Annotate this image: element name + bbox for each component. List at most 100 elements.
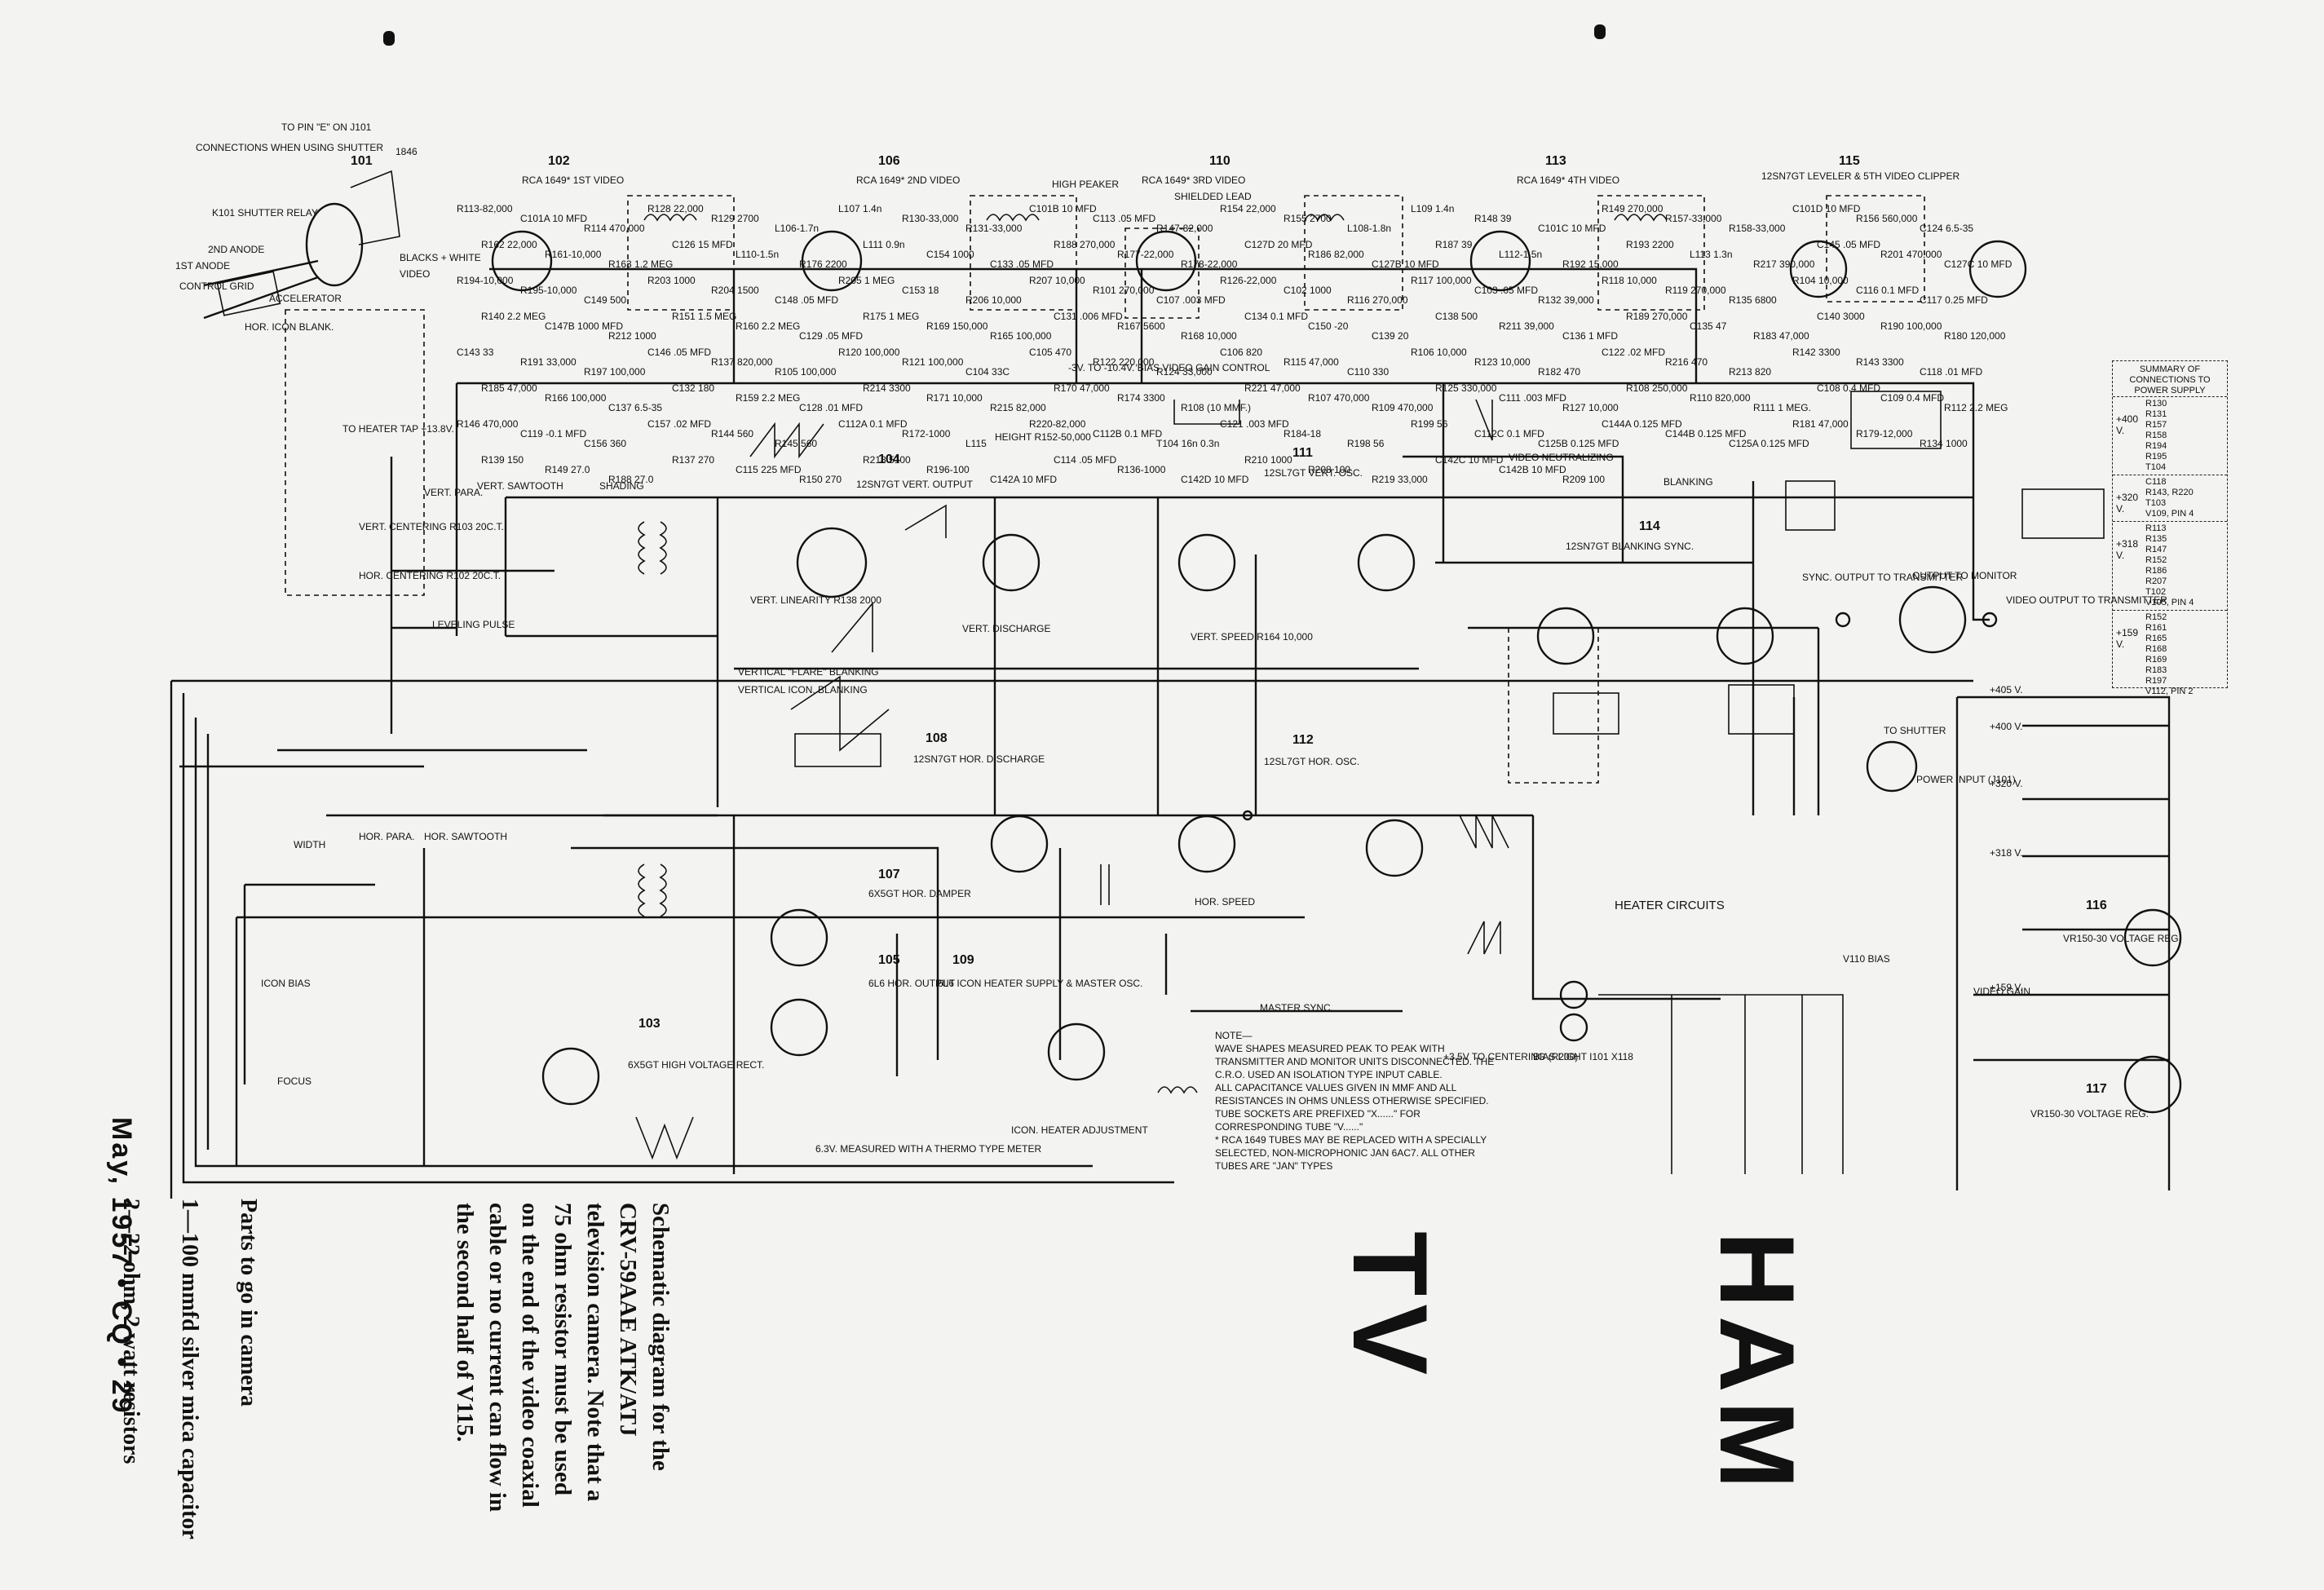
label-master-sync: MASTER SYNC. [1260,1002,1333,1014]
component-value: R194-10,000 [457,275,514,286]
summary-item: R143, R220 [2145,488,2194,497]
summary-item: R135 [2145,534,2167,544]
component-value: C138 500 [1435,311,1478,322]
component-value: C119 -0.1 MFD [520,428,586,439]
tube-v116-label: 116 [2086,899,2107,912]
label-v318: +318 V. [1990,847,2023,859]
component-value: R212 1000 [608,330,656,342]
component-value: R113-82,000 [457,203,513,214]
component-value: R219 33,000 [1372,474,1428,485]
component-value: R135 6800 [1729,294,1777,306]
component-value: R195-10,000 [520,285,577,296]
component-value: R117 100,000 [1411,275,1472,286]
component-value: R124 33,000 [1156,366,1213,378]
tube-v107-label: 107 [878,868,900,881]
label-first-anode: 1ST ANODE [175,260,230,272]
component-value: C126 15 MFD [672,239,733,250]
label-thermo-meter: 6.3V. MEASURED WITH A THERMO TYPE METER [815,1143,1042,1155]
label-video-neutralizing: VIDEO NEUTRALIZING [1509,452,1614,463]
tube-v110-type: RCA 1649* 3RD VIDEO [1142,174,1245,186]
component-value: R169 150,000 [926,320,988,332]
tube-v107-type: 6X5GT HOR. DAMPER [868,888,971,899]
component-value: C118 .01 MFD [1920,366,1982,378]
coils [638,214,1668,1094]
component-value: C154 1000 [926,249,974,260]
tube-v114-type: 12SN7GT BLANKING SYNC. [1566,541,1694,552]
component-value: R188 270,000 [1054,239,1116,250]
component-value: R180 120,000 [1944,330,2006,342]
note-line: TUBE SOCKETS ARE PREFIXED "X......" FOR … [1215,1108,1420,1133]
component-value: R209 100 [1562,474,1605,485]
component-value: C114 .05 MFD [1054,454,1116,466]
component-value: R165 100,000 [990,330,1052,342]
label-blacks-white: BLACKS + WHITE [400,252,481,263]
component-value: R108 (10 MMF.) [1181,402,1251,413]
label-to-centering: +3.5V TO CENTERING (R200) [1443,1051,1578,1062]
component-value: R134 1000 [1920,438,1968,449]
component-value: C113 .05 MFD [1093,213,1155,224]
component-value: L111 0.9n [863,239,905,250]
component-value: C125A 0.125 MFD [1729,438,1809,449]
component-value: C137 6.5-35 [608,402,662,413]
component-value: R105 100,000 [775,366,837,378]
note-line: ALL CAPACITANCE VALUES GIVEN IN MMF AND … [1215,1082,1489,1106]
component-value: R210 1000 [1244,454,1292,466]
tube-envelopes [491,230,2182,1114]
component-value: R184-18 [1284,428,1321,439]
label-control-grid: CONTROL GRID [179,280,254,292]
component-value: R107 470,000 [1308,392,1370,404]
component-value: R162 22,000 [481,239,537,250]
label-hor-centering: HOR. CENTERING R102 20C.T. [359,570,501,581]
component-value: C111 .003 MFD [1499,392,1566,404]
component-value: R170 47,000 [1054,382,1110,394]
component-value: R119 270,000 [1665,285,1726,296]
component-value: R109 470,000 [1372,402,1434,413]
component-value: R181 47,000 [1792,418,1849,430]
component-value: R101 270,000 [1093,285,1155,296]
summary-item: R197 [2145,676,2167,686]
component-value: C101A 10 MFD [520,213,587,224]
component-value: C112B 0.1 MFD [1093,428,1162,439]
component-value: R214 3300 [863,382,911,394]
label-video: VIDEO [400,268,430,280]
label-accelerator: ACCELERATOR [269,293,342,304]
label-bias-light: BIAS LIGHT I101 X118 [1533,1051,1633,1062]
component-value: R122 220,000 [1093,356,1155,368]
component-value: R216 470 [1665,356,1708,368]
punch-hole [383,31,395,46]
component-value: R123 10,000 [1474,356,1531,368]
component-value: C125B 0.125 MFD [1538,438,1619,449]
component-value: R126-22,000 [1220,275,1277,286]
component-value: R179-12,000 [1856,428,1913,439]
component-value: C156 360 [584,438,626,449]
component-value: R159 2.2 MEG [736,392,800,404]
tube-v116-type: VR150-30 VOLTAGE REG. [2063,933,2181,944]
component-value: R116 270,000 [1347,294,1408,306]
component-value: R199 56 [1411,418,1448,430]
power-supply-summary: SUMMARY OF CONNECTIONS TO POWER SUPPLY +… [2112,360,2228,696]
component-value: R178-22,000 [1181,258,1238,270]
label-vert-linearity: VERT. LINEARITY R138 2000 [750,594,881,606]
summary-item: R157 [2145,420,2167,430]
label-vert-speed: VERT. SPEED R164 10,000 [1191,631,1313,643]
component-value: R217 390,000 [1753,258,1815,270]
component-value: R171 10,000 [926,392,983,404]
component-value: R127 10,000 [1562,402,1619,413]
summary-item: R152 [2145,612,2167,622]
component-value: R160 2.2 MEG [736,320,800,332]
label-video-gain-control: -3V. TO -10.4V. BIAS VIDEO GAIN CONTROL [1068,362,1270,373]
circuit-labels: CONNECTIONS WHEN USING SHUTTER TO PIN "E… [175,121,2167,1155]
summary-voltage: +159 V. [2116,627,2139,650]
component-value: R151 1.5 MEG [672,311,736,322]
label-vert-discharge: VERT. DISCHARGE [962,623,1050,634]
component-value: R158-33,000 [1729,223,1786,234]
tube-v110-label: 110 [1209,154,1230,168]
label-vert-sawtooth: VERT. SAWTOOTH [477,480,563,492]
component-value: R220-82,000 [1029,418,1086,430]
component-value: R174 3300 [1117,392,1165,404]
label-hor-icon-blank: HOR. ICON BLANK. [245,321,334,333]
note-line: NOTE— [1215,1030,1253,1041]
component-value: C140 3000 [1817,311,1865,322]
